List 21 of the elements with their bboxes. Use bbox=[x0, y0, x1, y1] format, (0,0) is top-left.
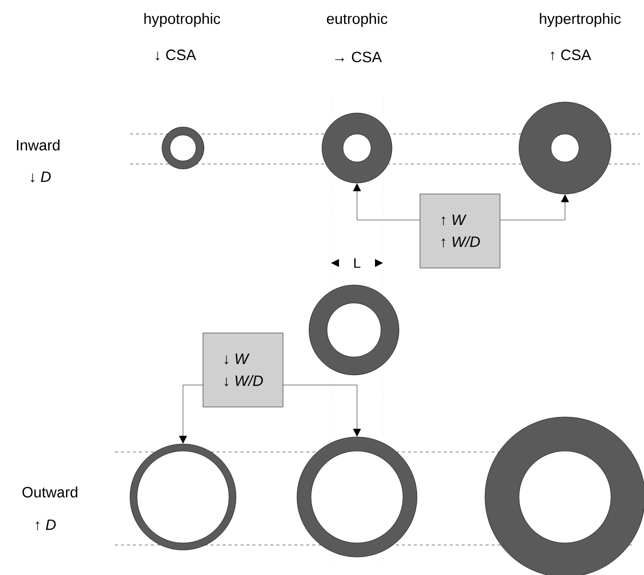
arrow bbox=[500, 194, 569, 220]
row-subheading: ↓ D bbox=[30, 172, 51, 182]
row-subheading: ↑ D bbox=[36, 520, 56, 530]
vessel-ring bbox=[518, 102, 612, 194]
vessel-ring bbox=[296, 436, 418, 558]
column-subheading: ↓ CSA bbox=[156, 50, 196, 60]
arrow bbox=[179, 384, 203, 444]
vessel-ring bbox=[162, 126, 204, 170]
column-heading: hypotrophic bbox=[144, 13, 220, 27]
vessel-ring bbox=[484, 416, 644, 575]
arrow bbox=[353, 183, 420, 220]
vessel-ring bbox=[130, 444, 236, 550]
column-heading: eutrophic bbox=[326, 13, 388, 27]
row-heading: Inward bbox=[16, 140, 60, 150]
annotation-box: ↓ W ↓ W/D bbox=[202, 332, 284, 408]
dimension-label: L bbox=[354, 258, 360, 268]
column-heading: hypertrophic bbox=[540, 13, 621, 27]
arrow bbox=[283, 384, 361, 437]
vessel-ring bbox=[322, 112, 392, 184]
annotation-box: ↑ W ↑ W/D bbox=[420, 194, 500, 268]
vessel-ring bbox=[308, 284, 400, 376]
